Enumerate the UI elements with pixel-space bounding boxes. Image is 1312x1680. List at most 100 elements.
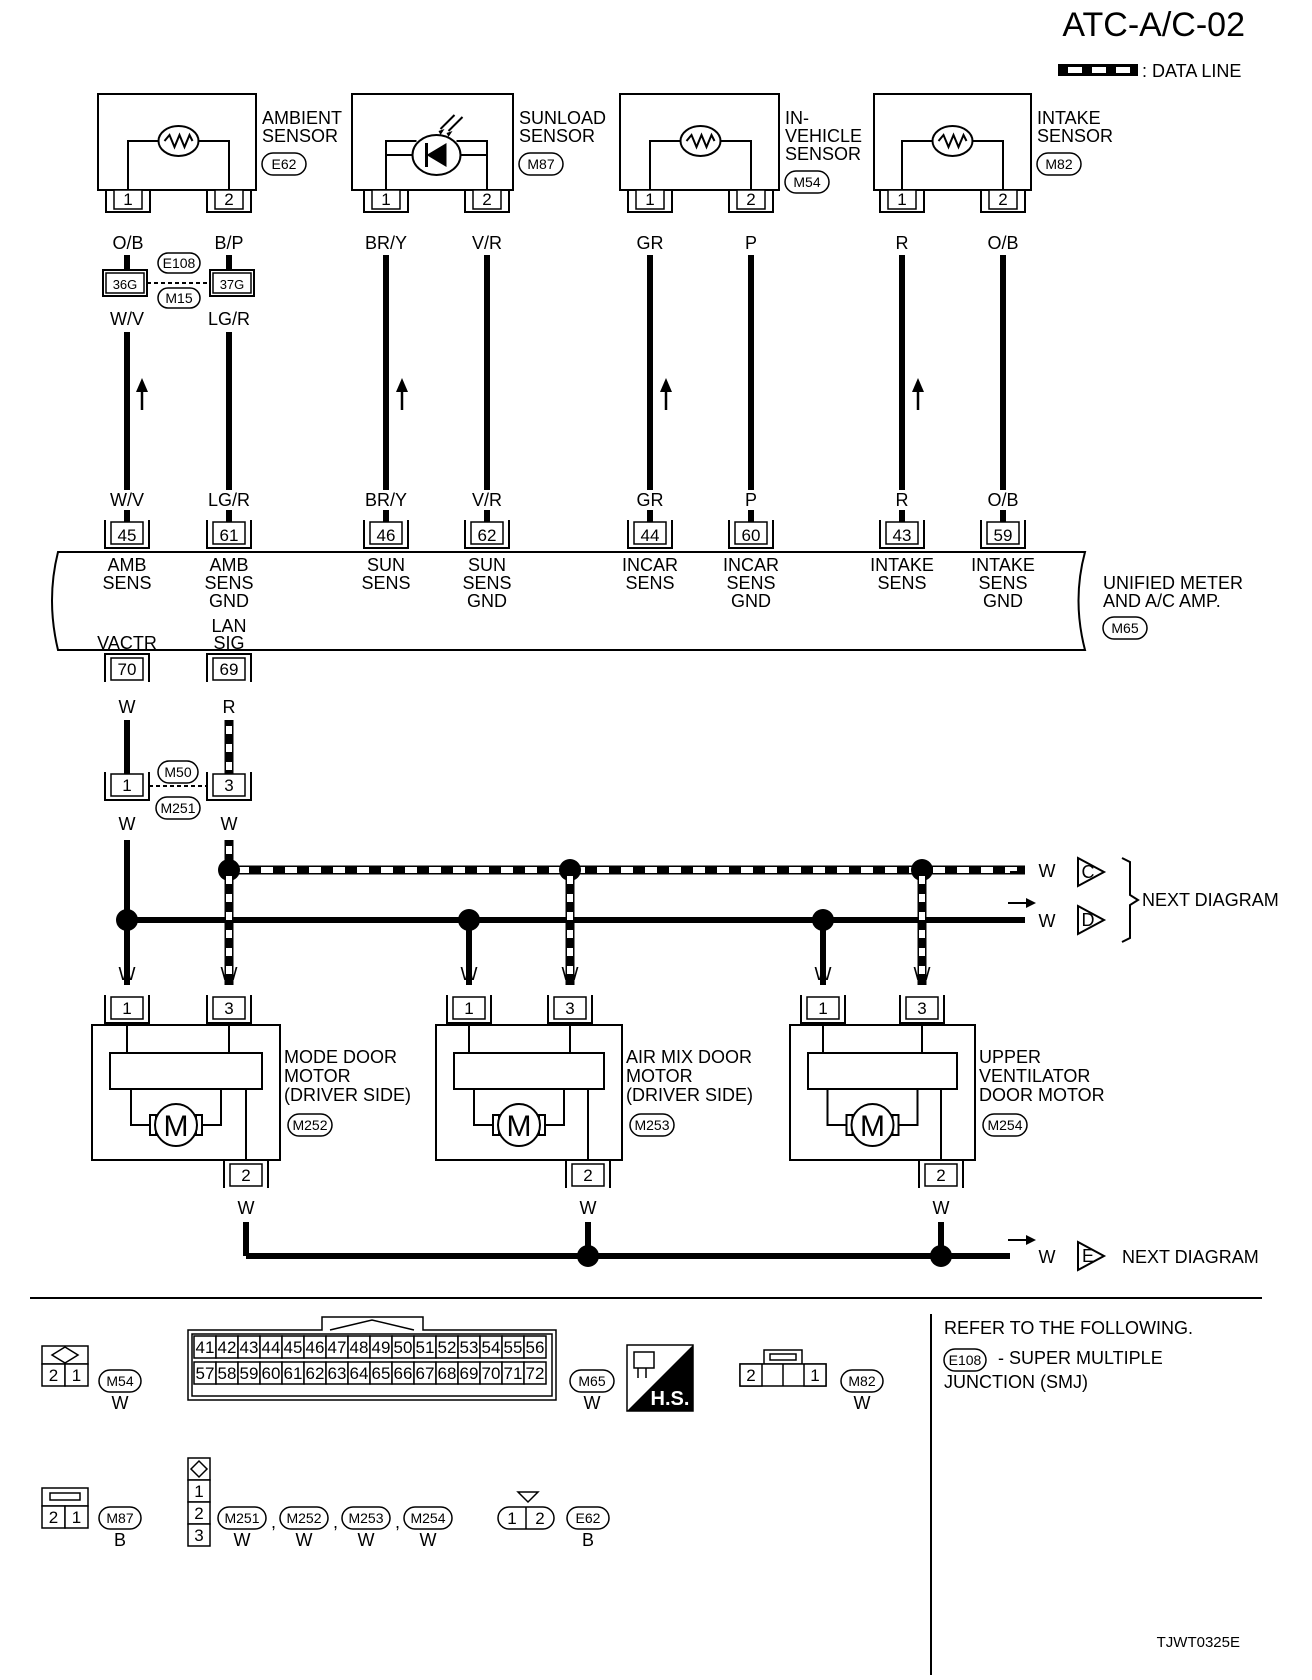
m65-pin: 44 [262,1338,281,1357]
m54-pin: 1 [72,1366,81,1385]
amp-bottom-wire-color: W [119,697,136,717]
amp-terminal-label: INCAR [723,555,779,575]
m82-pin: 1 [810,1366,819,1385]
footer-code: TJWT0325E [1157,1634,1240,1651]
amp-bottom-wire-color: R [223,697,236,717]
amp-wire-color: LG/R [208,490,250,510]
next-diagram-e: NEXT DIAGRAM [1122,1247,1259,1267]
amp-terminal-label: SENS [625,573,674,593]
amp-terminal-70: 70 [118,660,137,679]
motor-name-line: MOTOR [626,1066,693,1086]
connector-m15: M15 [165,290,192,306]
m65-pin: 72 [526,1364,545,1383]
m65-pin: 57 [196,1364,215,1383]
refer-line1: - SUPER MULTIPLE [998,1348,1163,1368]
amp-wire-color: O/B [987,490,1018,510]
wire-color-label: P [745,233,757,253]
m65-pin: 53 [460,1338,479,1357]
wire-color-label: O/B [112,233,143,253]
motor-conn-color: W [420,1530,437,1550]
motor-conn-color: W [358,1530,375,1550]
motor-pin-1: 1 [818,999,827,1018]
m65-pin: 69 [460,1364,479,1383]
junction-pin-1: 1 [122,776,131,795]
motor-name-line: MOTOR [284,1066,351,1086]
motor-name-line: DOOR MOTOR [979,1085,1105,1105]
hs-badge: H.S. [626,1344,694,1412]
m65-pin: 52 [438,1338,457,1357]
next-d-wire: W [1039,911,1056,931]
next-diagram-cd: NEXT DIAGRAM [1142,890,1279,910]
connector-m50: M50 [164,764,191,780]
motor-symbol: M [507,1110,532,1143]
amp-bottom-label: LAN [211,616,246,636]
wire-color-label: BR/Y [365,233,407,253]
m54-id: M54 [106,1373,133,1389]
sensor-name-line: VEHICLE [785,126,862,146]
amp-terminal-43: 43 [893,526,912,545]
amp-terminal-label: SUN [367,555,405,575]
amp-terminal-62: 62 [478,526,497,545]
m65-pin: 54 [482,1338,501,1357]
motor-wire-2: W [580,1198,597,1218]
amp-wire-color: V/R [472,490,502,510]
junction-pin-37g: 37G [220,277,245,292]
m65-pin: 65 [372,1364,391,1383]
motor-symbol: M [860,1110,885,1143]
m65-pin: 41 [196,1338,215,1357]
next-e-label: E [1082,1246,1094,1266]
separator-comma: , [271,1512,276,1532]
motor-conn-color: W [296,1530,313,1550]
m65-pin: 64 [350,1364,369,1383]
hs-label: H.S. [651,1388,690,1410]
sensor-pin-2: 2 [998,190,1007,209]
motor-pin-2: 2 [241,1166,250,1185]
amp-terminal-label: INTAKE [870,555,934,575]
m65-pin: 58 [218,1364,237,1383]
connector-m82: M82 [1045,156,1072,172]
amp-terminal-label: SENS [204,573,253,593]
m87-id: M87 [106,1510,133,1526]
e62-pin: 2 [535,1509,544,1528]
motor-pin-1: 1 [122,999,131,1018]
motor-symbol: M [164,1110,189,1143]
connector-m87: M87 [527,156,554,172]
separator-comma: , [333,1512,338,1532]
sensor-pin-2: 2 [224,190,233,209]
amp-terminals: W/V45AMBSENSLG/R61AMBSENSGNDBR/Y46SUNSEN… [97,490,1035,717]
junction-pin-3: 3 [224,776,233,795]
m65-pin: 42 [218,1338,237,1357]
motor-name-line: (DRIVER SIDE) [626,1085,753,1105]
wire-color-label: GR [637,233,664,253]
connector-m252: M252 [292,1117,327,1133]
e62-pin: 1 [507,1509,516,1528]
m82-id: M82 [848,1373,875,1389]
m65-pin: 56 [526,1338,545,1357]
motor-name-line: UPPER [979,1047,1041,1067]
wire-color-lgr-top: LG/R [208,309,250,329]
motor-conn-color: W [234,1530,251,1550]
m65-pin: 55 [504,1338,523,1357]
next-d-label: D [1082,910,1095,930]
amp-terminal-59: 59 [994,526,1013,545]
data-line-legend-text: : DATA LINE [1142,61,1241,81]
m65-pin: 59 [240,1364,259,1383]
sensor-name-line: SENSOR [1037,126,1113,146]
connector-m251: M251 [160,800,195,816]
motor-conn-pin: 1 [194,1482,203,1501]
motor-conn-pin: 2 [194,1504,203,1523]
amp-wire-color: R [896,490,909,510]
connector-m254: M254 [987,1117,1022,1133]
sensor-pin-1: 1 [645,190,654,209]
motor-wire-2: W [238,1198,255,1218]
m65-pin: 70 [482,1364,501,1383]
amp-wire-color: BR/Y [365,490,407,510]
